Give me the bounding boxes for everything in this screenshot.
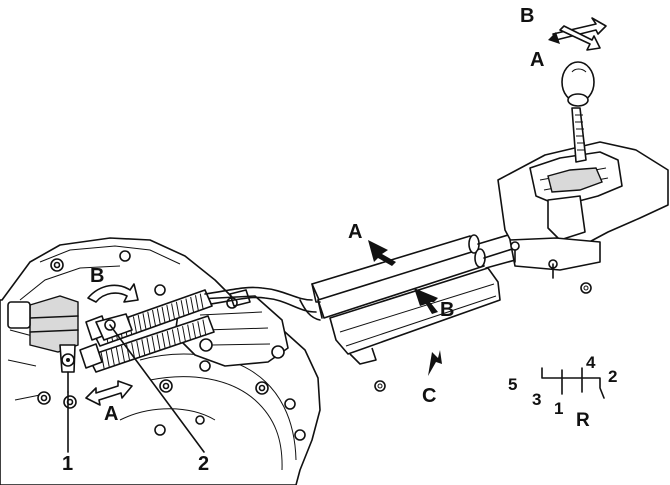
cable-rib (190, 296, 195, 314)
shift-gear-1: 1 (554, 399, 563, 418)
cable-rib (185, 298, 190, 315)
cable-rib (131, 342, 136, 359)
cable-rib (141, 339, 146, 356)
cable-rib (171, 303, 176, 320)
label-cable-lower-b: B (440, 299, 454, 321)
gear-lever-housing (497, 61, 669, 294)
label-bracket-c: C (422, 385, 436, 407)
cable-rib (194, 295, 199, 312)
callout-1: 1 (62, 453, 73, 475)
label-gearbox-rotation-b: B (90, 265, 104, 287)
shift-gear-5: 5 (508, 375, 517, 394)
knob-motion-arrows (548, 17, 607, 51)
callout-2: 2 (198, 453, 209, 475)
cable-rib (136, 340, 141, 358)
cable-rib (142, 313, 147, 330)
cable-rib (110, 348, 115, 366)
cable-rib (176, 327, 181, 344)
direction-arrows (85, 240, 442, 406)
cable-rib (171, 329, 176, 346)
gearbox-selector-unit (7, 295, 79, 393)
shift-gear-2: 2 (608, 367, 617, 386)
shift-gear-r: R (576, 410, 590, 431)
cable-rib (161, 306, 166, 323)
cable-rib (202, 319, 207, 336)
cable-rib (132, 316, 137, 333)
shift-cables (79, 286, 321, 373)
cable-rib (147, 311, 152, 328)
labels: B A A B C B A 1 2 1 2 3 4 5 R (62, 5, 617, 475)
cable-rib (105, 350, 110, 367)
callout-leaders (67, 324, 205, 453)
shift-gear-3: 3 (532, 390, 541, 409)
cable-guide-tube (311, 229, 531, 392)
cable-rib (166, 304, 171, 322)
label-knob-shift-a: A (530, 49, 544, 71)
cable-rib (161, 332, 166, 349)
label-gearbox-travel-a: A (104, 403, 118, 425)
cable-rib (156, 308, 161, 325)
cable-rib (156, 334, 161, 351)
cable-rib (151, 335, 156, 353)
cable-rib (175, 301, 180, 318)
cable-rib (120, 345, 125, 362)
cable-rib (152, 309, 156, 327)
cable-rib (187, 324, 192, 341)
shift-pattern-diagram (541, 367, 605, 399)
cable-rib (146, 337, 151, 354)
cable-rib (166, 330, 171, 348)
cable-rib (180, 300, 185, 317)
cable-rib (137, 314, 142, 332)
cable-rib (192, 322, 197, 340)
cable-rib (100, 352, 105, 369)
cable-rib (115, 347, 120, 364)
label-cable-upper-a: A (348, 221, 362, 243)
shift-gear-4: 4 (586, 353, 596, 372)
cable-rib (199, 293, 204, 310)
cable-rib (197, 321, 202, 338)
cable-rib (182, 326, 187, 343)
label-knob-select-b: B (520, 5, 534, 27)
gearbox-housing (0, 237, 321, 485)
